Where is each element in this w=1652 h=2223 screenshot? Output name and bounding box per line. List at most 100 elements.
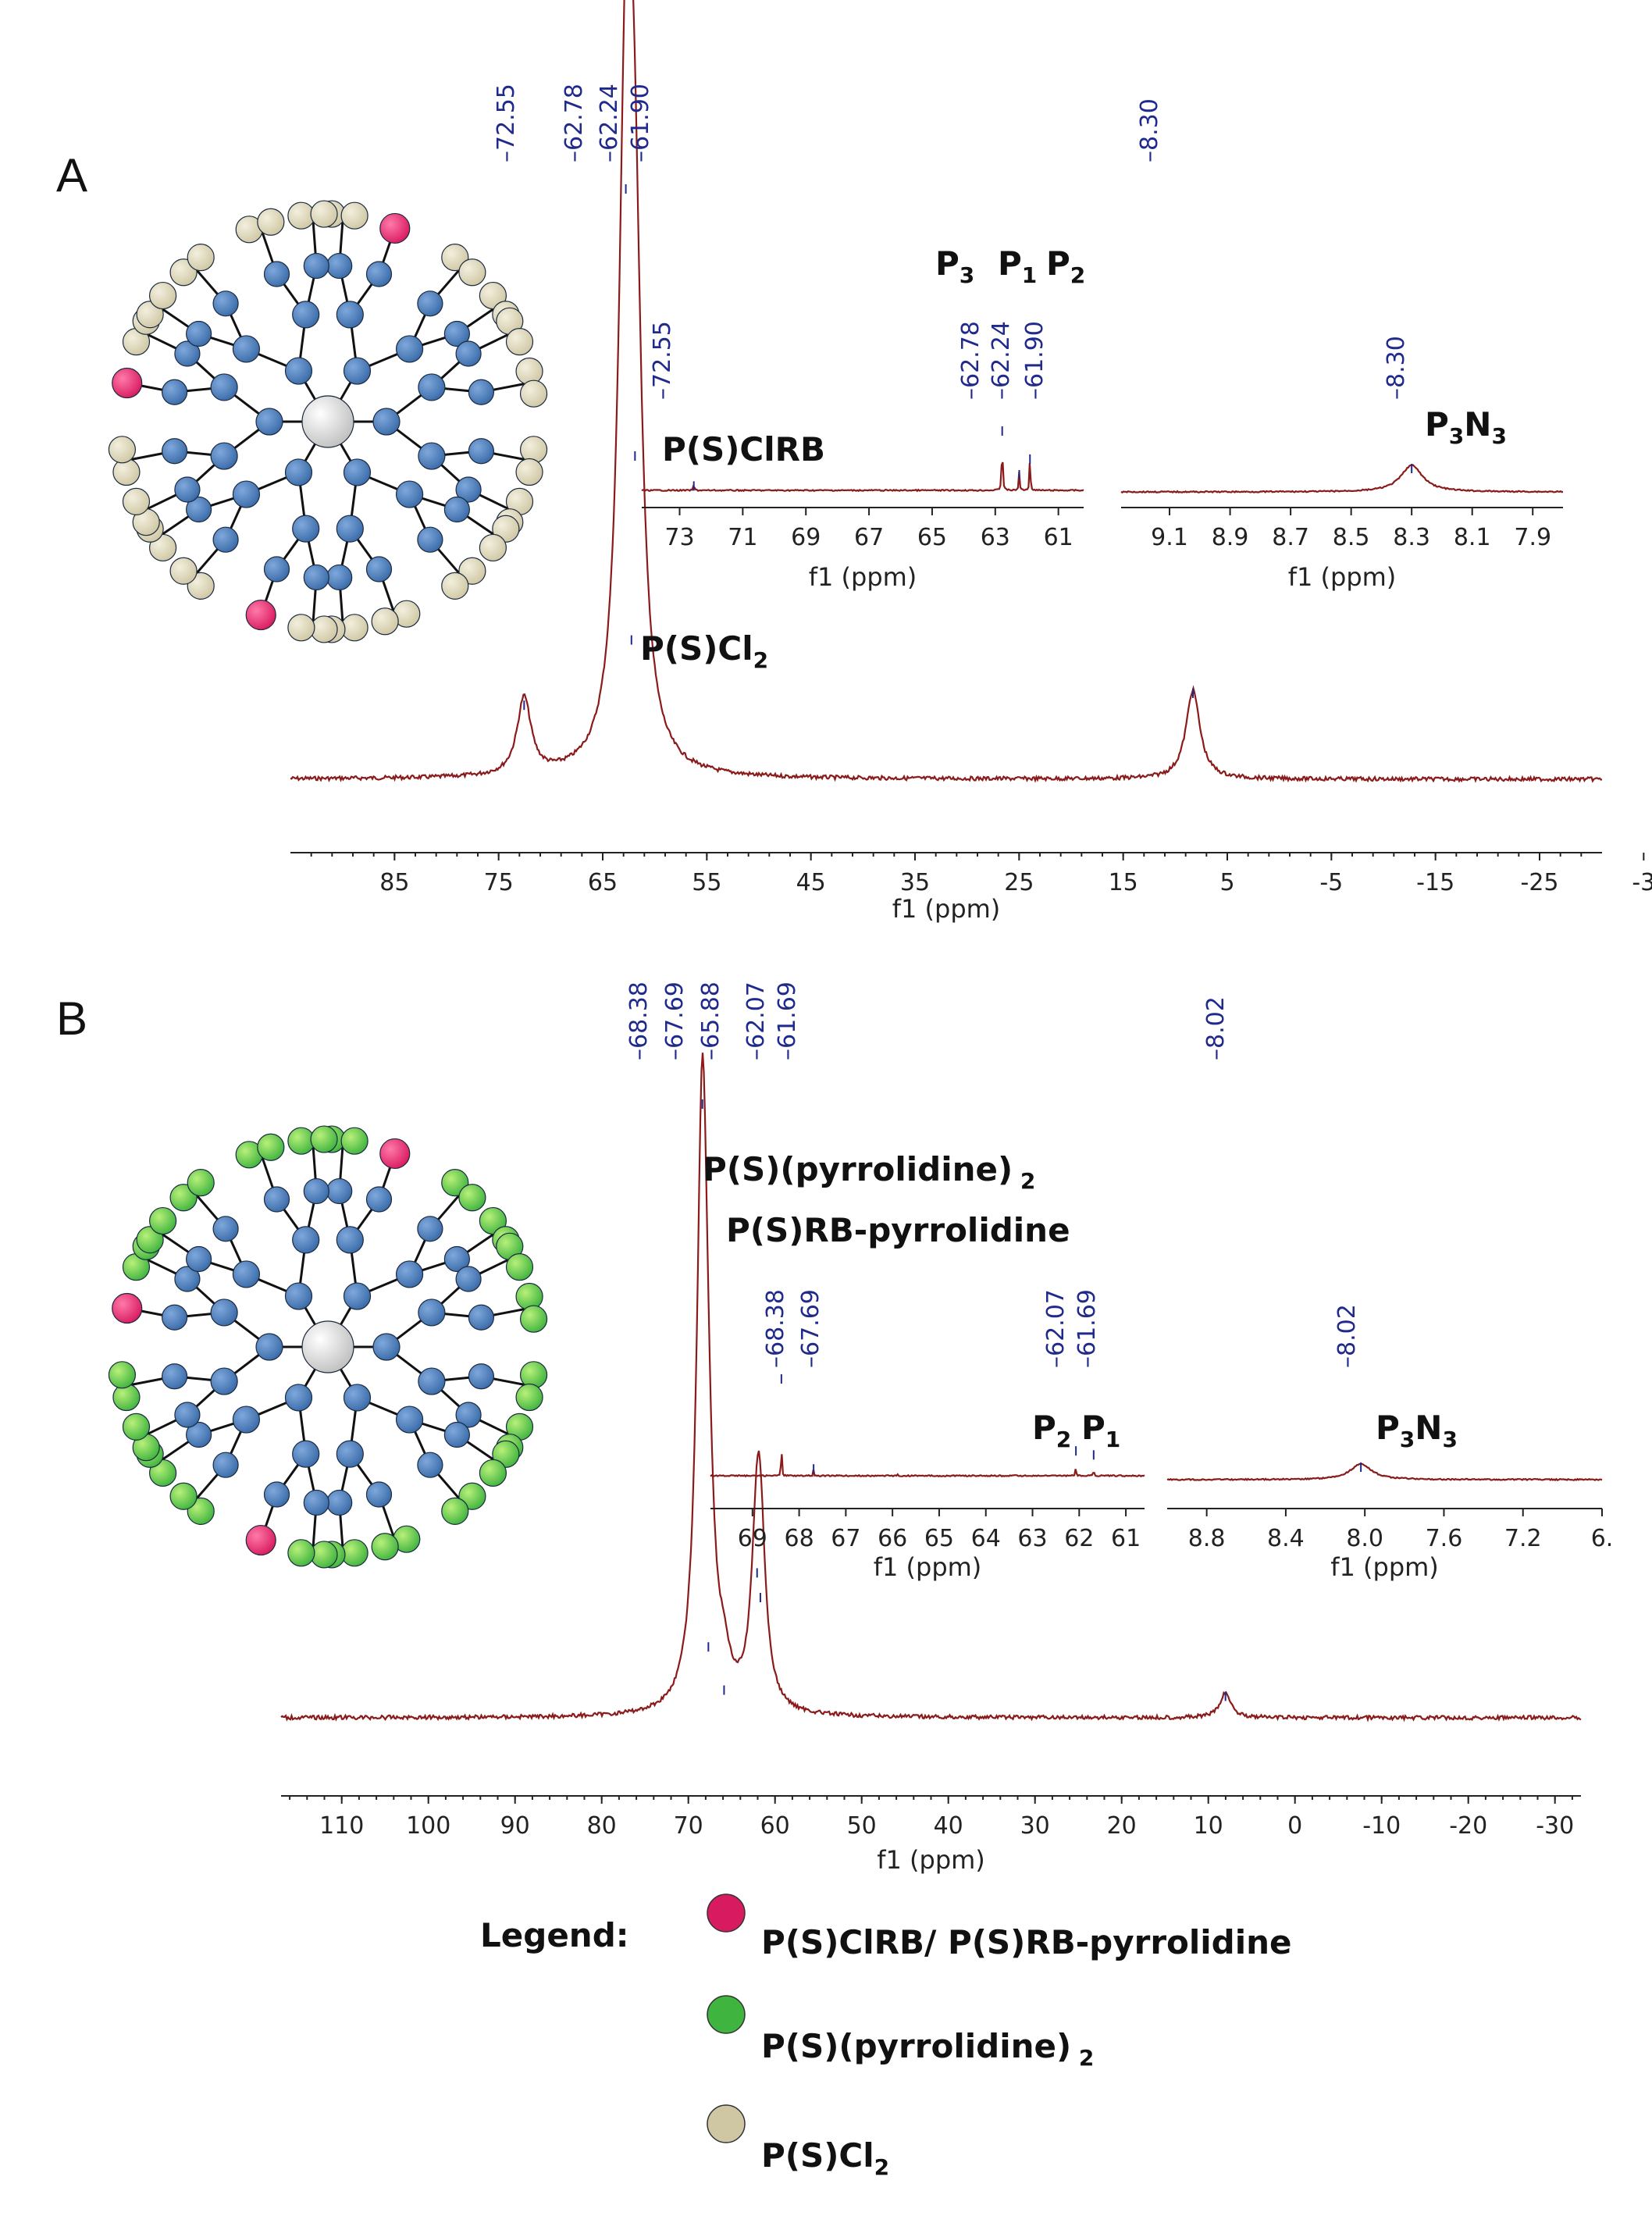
branch-atom (326, 1177, 353, 1205)
annotation-p1: P1 (998, 244, 1037, 288)
x-tick-label: -10 (1362, 1812, 1401, 1840)
peak-label: –62.78 (957, 321, 984, 400)
terminal-atom (519, 1305, 548, 1333)
dendrimer-atoms (108, 1125, 548, 1569)
terminal-atom (187, 244, 215, 272)
branch-atom (263, 556, 290, 582)
core-atom (301, 1320, 354, 1373)
x-tick-label: 0 (1287, 1812, 1302, 1840)
branch-atom (395, 335, 424, 363)
branch-atom (210, 1367, 238, 1395)
peak-label: –61.90 (627, 84, 654, 162)
x-tick-label: -20 (1449, 1812, 1487, 1840)
branch-atom (284, 1282, 313, 1310)
branch-atom (161, 1363, 188, 1390)
x-tick-label: 7.6 (1426, 1525, 1463, 1552)
branch-atom (418, 1299, 446, 1327)
x-tick-label: 69 (791, 524, 821, 551)
legend-swatch-green (707, 1995, 746, 2034)
branch-atom (161, 1304, 188, 1331)
annotation-p2-b: P2 (1032, 1409, 1071, 1452)
branch-atom (326, 1489, 353, 1516)
x-axis-label: f1 (ppm) (1288, 562, 1397, 592)
terminal-atom (519, 1361, 548, 1389)
branch-atom (326, 564, 353, 591)
terminal-pink-atom (379, 1138, 411, 1170)
branch-atom (161, 438, 188, 465)
x-tick-label: 61 (1044, 524, 1073, 551)
branch-atom (292, 1226, 320, 1254)
terminal-atom (287, 1539, 315, 1567)
branch-atom (417, 526, 443, 553)
annotation-psclrb: P(S)ClRB (662, 430, 825, 468)
terminal-atom (148, 281, 177, 310)
spectrum-trace (641, 461, 1084, 493)
x-tick-label: 50 (847, 1812, 877, 1840)
branch-atom (186, 496, 212, 523)
x-tick-label: 9.1 (1151, 524, 1188, 551)
x-tick-label: 61 (1111, 1525, 1141, 1552)
terminal-atom (441, 1497, 469, 1525)
terminal-pink-atom (112, 1292, 143, 1324)
terminal-atom (458, 1184, 486, 1212)
x-tick-label: 60 (760, 1812, 790, 1840)
x-tick-label: 67 (854, 524, 884, 551)
branch-atom (336, 1440, 364, 1468)
annotation-p3n3-a: P3N3 (1425, 405, 1507, 449)
core-atom (301, 395, 354, 448)
x-tick-label: 69 (738, 1525, 767, 1552)
x-tick-label: 64 (971, 1525, 1001, 1552)
peak-label: –62.24 (988, 321, 1015, 400)
terminal-atom (515, 458, 543, 486)
terminal-atom (112, 458, 141, 486)
legend-title: Legend: (480, 1916, 629, 1954)
peak-label: –62.07 (742, 981, 770, 1060)
branch-atom (418, 442, 446, 470)
branch-atom (232, 480, 261, 508)
x-tick-label: 15 (1109, 869, 1138, 896)
branch-atom (232, 1260, 261, 1288)
branch-atom (255, 1333, 283, 1361)
terminal-atom (112, 1383, 141, 1412)
terminal-atom (310, 1125, 338, 1153)
x-tick-label: 45 (796, 869, 826, 896)
x-tick-label: 90 (500, 1812, 530, 1840)
peak-label: –62.24 (596, 84, 623, 162)
peak-label: –8.30 (1136, 98, 1163, 162)
branch-atom (455, 1402, 482, 1428)
x-tick-label: 110 (319, 1812, 364, 1840)
branch-atom (174, 476, 201, 503)
x-tick-label: 25 (1004, 869, 1034, 896)
branch-atom (365, 556, 393, 582)
terminal-atom (310, 200, 338, 228)
terminal-atom (441, 572, 469, 600)
terminal-atom (340, 201, 368, 230)
branch-atom (255, 408, 283, 436)
peak-label: –61.69 (774, 981, 801, 1060)
terminal-atom (169, 557, 198, 585)
terminal-atom (371, 1533, 399, 1561)
x-tick-label: 8.8 (1188, 1525, 1226, 1552)
branch-atom (343, 1384, 372, 1412)
spectrum-trace (1166, 1462, 1603, 1482)
branch-atom (336, 301, 364, 329)
x-tick-label: 55 (692, 869, 721, 896)
x-tick-label: 62 (1064, 1525, 1094, 1552)
x-tick-label: 8.4 (1267, 1525, 1305, 1552)
branch-atom (174, 340, 201, 367)
x-tick-label: 63 (1017, 1525, 1047, 1552)
branch-atom (284, 357, 313, 385)
terminal-atom (187, 1169, 215, 1197)
branch-atom (303, 564, 329, 591)
terminal-atom (257, 208, 285, 236)
panel-b-letter: B (56, 992, 87, 1045)
dendrimer-b-illustration (108, 1125, 548, 1569)
terminal-atom (479, 533, 507, 562)
peak-label: –8.02 (1202, 996, 1230, 1060)
branch-atom (468, 1304, 495, 1331)
